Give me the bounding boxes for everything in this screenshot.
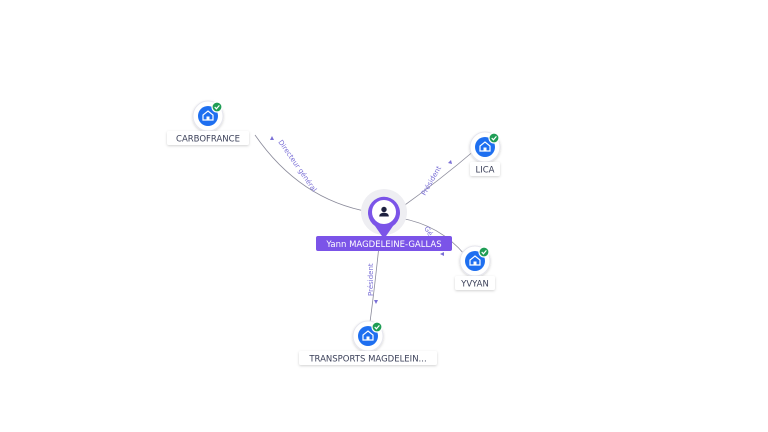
company-node-transports[interactable]: TRANSPORTS MAGDELEIN... [299, 320, 437, 365]
building-icon [362, 330, 374, 341]
check-icon [491, 136, 497, 141]
person-icon [379, 206, 389, 217]
edge-carbofrance[interactable]: Directeur général [254, 134, 371, 213]
company-label: LICA [476, 166, 495, 176]
person-name-label: Yann MAGDELEINE-GALLAS [325, 240, 441, 250]
company-node-lica[interactable]: LICA [469, 131, 501, 176]
building-icon [479, 141, 491, 152]
verified-badge [371, 321, 383, 333]
building-icon [469, 255, 481, 266]
company-label: CARBOFRANCE [176, 135, 240, 145]
check-icon [481, 250, 487, 255]
edge-label-lica: Président [420, 165, 443, 197]
check-icon [374, 325, 380, 330]
company-label: YVYAN [460, 280, 489, 290]
company-node-yvyan[interactable]: YVYAN [455, 245, 495, 290]
company-node-carbofrance[interactable]: CARBOFRANCE [167, 100, 249, 145]
verified-badge [488, 132, 500, 144]
edge-label-carbofrance: Directeur général [276, 139, 318, 194]
verified-badge [211, 101, 223, 113]
edges: Directeur général Président Gé... Présid… [254, 134, 476, 323]
edge-label-transports: Président [367, 263, 375, 296]
verified-badge [478, 246, 490, 258]
check-icon [214, 105, 220, 110]
center-person-node[interactable]: Yann MAGDELEINE-GALLAS [316, 189, 452, 251]
building-icon [202, 110, 214, 121]
edge-lica[interactable]: Président [397, 149, 476, 211]
company-label: TRANSPORTS MAGDELEIN... [308, 355, 426, 365]
